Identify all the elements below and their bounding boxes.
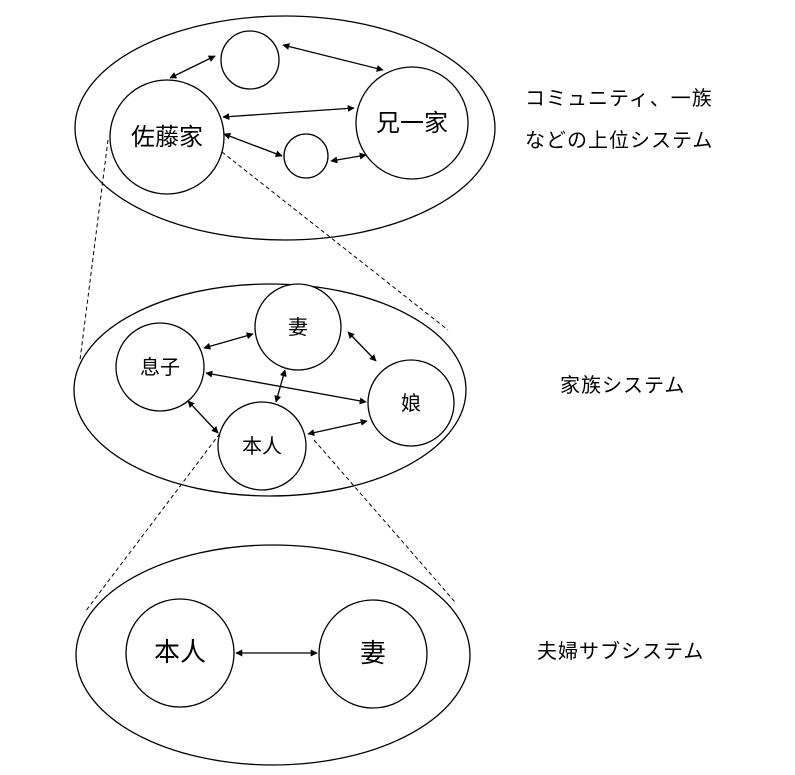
daughter-label: 娘 bbox=[401, 391, 421, 415]
zoom-line-top-left bbox=[79, 139, 109, 361]
community-ellipse bbox=[74, 15, 496, 241]
son-circle bbox=[115, 322, 205, 412]
arrow-sato-brother bbox=[222, 104, 355, 121]
marital-ellipse bbox=[75, 544, 471, 766]
arrow-son-wife bbox=[203, 332, 254, 350]
small-circle-lower bbox=[283, 133, 329, 179]
small-circle-upper bbox=[220, 30, 280, 90]
community-caption-line1: コミュニティ、一族 bbox=[525, 86, 713, 110]
wife-label-marital: 妻 bbox=[360, 639, 386, 669]
arrow-sato-lower bbox=[223, 132, 283, 158]
self-label-family: 本人 bbox=[242, 434, 282, 458]
wife-circle-marital bbox=[318, 599, 428, 709]
self-label-marital: 本人 bbox=[154, 638, 206, 668]
arrow-son-self bbox=[187, 400, 219, 434]
family-ellipse bbox=[73, 283, 467, 497]
marital-caption: 夫婦サブシステム bbox=[537, 639, 704, 663]
self-circle-marital bbox=[125, 598, 235, 708]
zoom-line-top-right bbox=[221, 151, 449, 331]
arrow-upper-brother bbox=[282, 43, 384, 72]
arrow-wife-daughter bbox=[347, 331, 377, 362]
arrow-son-daughter bbox=[205, 370, 367, 405]
arrow-self-daughter bbox=[307, 418, 368, 437]
brother-family-label: 兄一家 bbox=[376, 109, 448, 137]
sato-family-label: 佐藤家 bbox=[131, 123, 203, 151]
son-label: 息子 bbox=[140, 355, 180, 379]
wife-label-family: 妻 bbox=[288, 315, 308, 339]
arrow-lower-brother bbox=[330, 152, 367, 164]
family-caption: 家族システム bbox=[560, 373, 685, 397]
daughter-circle bbox=[367, 359, 455, 447]
community-caption-line2: などの上位システム bbox=[525, 128, 713, 152]
zoom-line-middle-right bbox=[313, 439, 456, 603]
arrow-sato-upper bbox=[169, 55, 216, 79]
zoom-line-middle-left bbox=[84, 427, 225, 613]
wife-circle bbox=[254, 283, 342, 371]
brother-family-circle bbox=[355, 66, 469, 180]
